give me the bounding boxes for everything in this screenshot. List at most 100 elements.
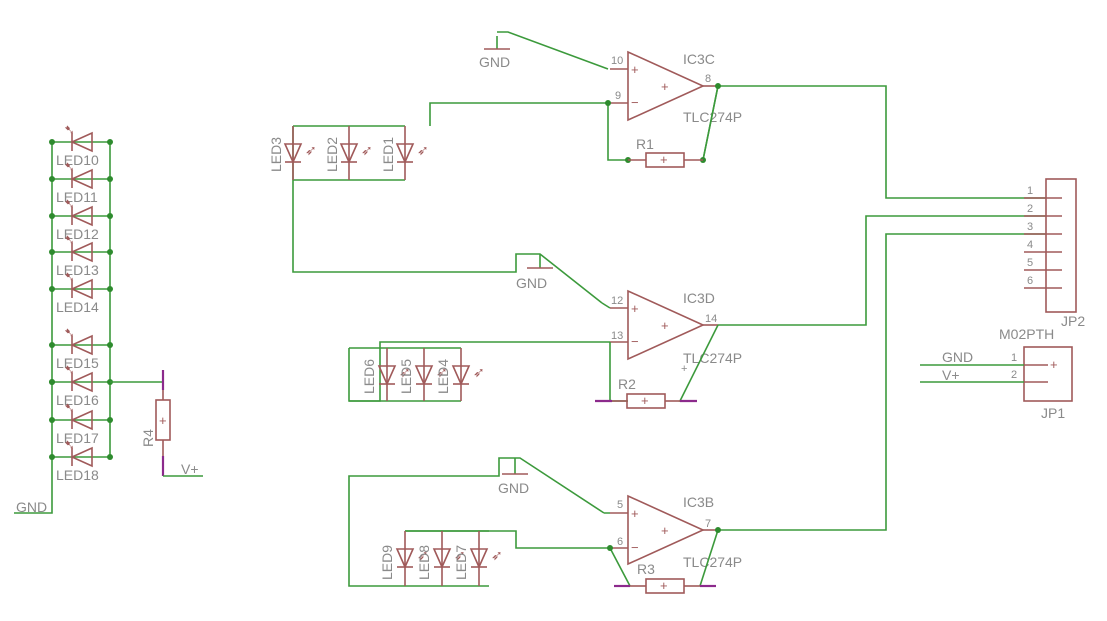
led-chain[interactable]: ➷LED10➷LED11➷LED12➷LED13➷LED14➷LED15➷LED… [14, 123, 113, 514]
led1-label: LED1 [380, 137, 396, 172]
chain-led-label: LED16 [56, 392, 99, 408]
jp2-pin-number: 5 [1027, 257, 1033, 269]
r3-mark: + [660, 578, 668, 593]
ic3b-plus-sign: + [631, 506, 639, 521]
vplus-label-r4: V+ [181, 461, 199, 477]
ic3c-plus-sign: + [631, 62, 639, 77]
chain-led-label: LED12 [56, 226, 99, 242]
jp2-pin[interactable]: 3 [1024, 221, 1062, 235]
led3-label: LED3 [268, 137, 284, 172]
chain-led-led17[interactable]: ➷LED17 [49, 401, 113, 446]
ic3b-part: TLC274P [683, 554, 742, 570]
led8-label: LED8 [416, 545, 432, 580]
svg-text:+: + [681, 363, 687, 375]
gnd-label-ic3c: GND [479, 54, 510, 70]
r4-mark: + [159, 413, 167, 428]
connector-jp2[interactable]: JP2 1 2 3 4 5 6 [1024, 178, 1085, 329]
opamp-ic3c[interactable]: + − + 10 9 8 IC3C TLC274P [610, 50, 742, 125]
led4-label: LED4 [435, 359, 451, 394]
ic3c-pin-minus: 9 [615, 90, 621, 102]
chain-led-led14[interactable]: ➷LED14 [49, 270, 113, 315]
chain-led-label: LED18 [56, 467, 99, 483]
r3-label: R3 [637, 561, 655, 577]
ic3c-minus-sign: − [631, 95, 639, 110]
chain-led-led13[interactable]: ➷LED13 [49, 233, 113, 278]
ic3c-body-mark: + [661, 79, 669, 94]
resistor-r4[interactable]: + R4 [110, 370, 203, 477]
ic3c-pin-plus: 10 [611, 55, 623, 67]
r4-label: R4 [140, 429, 156, 447]
chain-led-led10[interactable]: ➷LED10 [49, 123, 113, 168]
connector-jp1[interactable]: + 1 2 GND V+ M02PTH JP1 [920, 326, 1073, 421]
resistor-r3[interactable]: + R3 [614, 561, 716, 594]
led2-label: LED2 [324, 137, 340, 172]
jp1-mark: + [1050, 357, 1058, 372]
jp1-pin-2: 2 [1011, 369, 1017, 381]
svg-text:➶: ➶ [417, 143, 429, 159]
chain-led-label: LED11 [56, 189, 98, 205]
svg-text:➷: ➷ [64, 233, 75, 248]
jp1-pin-1: 1 [1011, 352, 1017, 364]
chain-led-led18[interactable]: ➷ LED18 [49, 438, 113, 483]
svg-text:➶: ➶ [361, 143, 373, 159]
ic3c-name: IC3C [683, 51, 715, 67]
ic3b-minus-sign: − [631, 540, 639, 555]
ic3b-wiring [348, 233, 1046, 587]
led-group-3[interactable]: ➶ ➶ ➶ LED9 LED8 LED7 [379, 531, 503, 586]
resistor-r2[interactable]: + R2 [595, 376, 697, 409]
resistor-r1[interactable]: + R1 [628, 136, 703, 168]
ic3d-pin-out: 14 [705, 313, 717, 325]
svg-text:➶: ➶ [491, 548, 503, 564]
jp2-pin-number: 2 [1027, 203, 1033, 215]
jp2-pin-number: 6 [1027, 275, 1033, 287]
svg-text:➷: ➷ [64, 197, 75, 212]
jp1-vplus-label: V+ [942, 367, 960, 383]
ic3d-part: TLC274P [683, 350, 742, 366]
ic3c-pin-out: 8 [705, 73, 711, 85]
jp1-gnd-label: GND [942, 349, 973, 365]
ic3c-wiring [429, 31, 1046, 199]
jp2-pin[interactable]: 6 [1024, 275, 1062, 289]
ic3d-name: IC3D [683, 290, 715, 306]
chain-led-led12[interactable]: ➷ LED12 [49, 197, 113, 242]
chain-led-label: LED10 [56, 152, 99, 168]
chain-led-led11[interactable]: ➷ LED11 [49, 160, 113, 205]
r1-mark: + [660, 152, 668, 167]
led6-label: LED6 [361, 359, 377, 394]
svg-text:➷: ➷ [64, 438, 75, 453]
ic3d-plus-sign: + [631, 301, 639, 316]
svg-text:➶: ➶ [473, 365, 485, 381]
chain-led-label: LED14 [56, 299, 99, 315]
r2-label: R2 [618, 376, 636, 392]
svg-text:➶: ➶ [454, 548, 466, 564]
led9-label: LED9 [379, 545, 395, 580]
chain-led-led15[interactable]: ➷ LED15 [49, 326, 113, 371]
opamp-ic3b[interactable]: + − + 5 6 7 IC3B TLC274P [610, 494, 742, 570]
jp2-pin[interactable]: 2 [1024, 203, 1062, 217]
ic3c-part: TLC274P [683, 109, 742, 125]
opamp-ic3d[interactable]: + − + 12 13 14 IC3D TLC274P [610, 289, 742, 366]
gnd-label-ic3d: GND [516, 275, 547, 291]
r2-mark: + [641, 393, 649, 408]
ic3b-pin-out: 7 [705, 518, 711, 530]
jp2-pin-number: 1 [1027, 185, 1033, 197]
led-group-1[interactable]: ➶ ➶ ➶ LED3 LED2 LED1 [268, 125, 603, 304]
svg-text:➷: ➷ [64, 363, 75, 378]
ic3b-name: IC3B [683, 494, 714, 510]
jp2-name: JP2 [1061, 313, 1085, 329]
svg-text:➶: ➶ [305, 143, 317, 159]
chain-led-label: LED15 [56, 355, 99, 371]
jp2-pin[interactable]: 1 [1024, 185, 1062, 199]
gnd-label-ic3b: GND [498, 480, 529, 496]
jp2-pin-number: 3 [1027, 221, 1033, 233]
ic3d-pin-plus: 12 [611, 295, 623, 307]
svg-text:➷: ➷ [64, 326, 75, 341]
ic3d-body-mark: + [661, 318, 669, 333]
led-group-2[interactable]: ➶ ➶ ➶ LED6 LED5 LED4 [361, 348, 485, 401]
led5-label: LED5 [398, 359, 414, 394]
svg-text:➷: ➷ [64, 160, 75, 175]
jp2-pin[interactable]: 5 [1024, 257, 1062, 271]
gnd-label-chain: GND [16, 499, 47, 515]
jp2-pin[interactable]: 4 [1024, 239, 1062, 253]
